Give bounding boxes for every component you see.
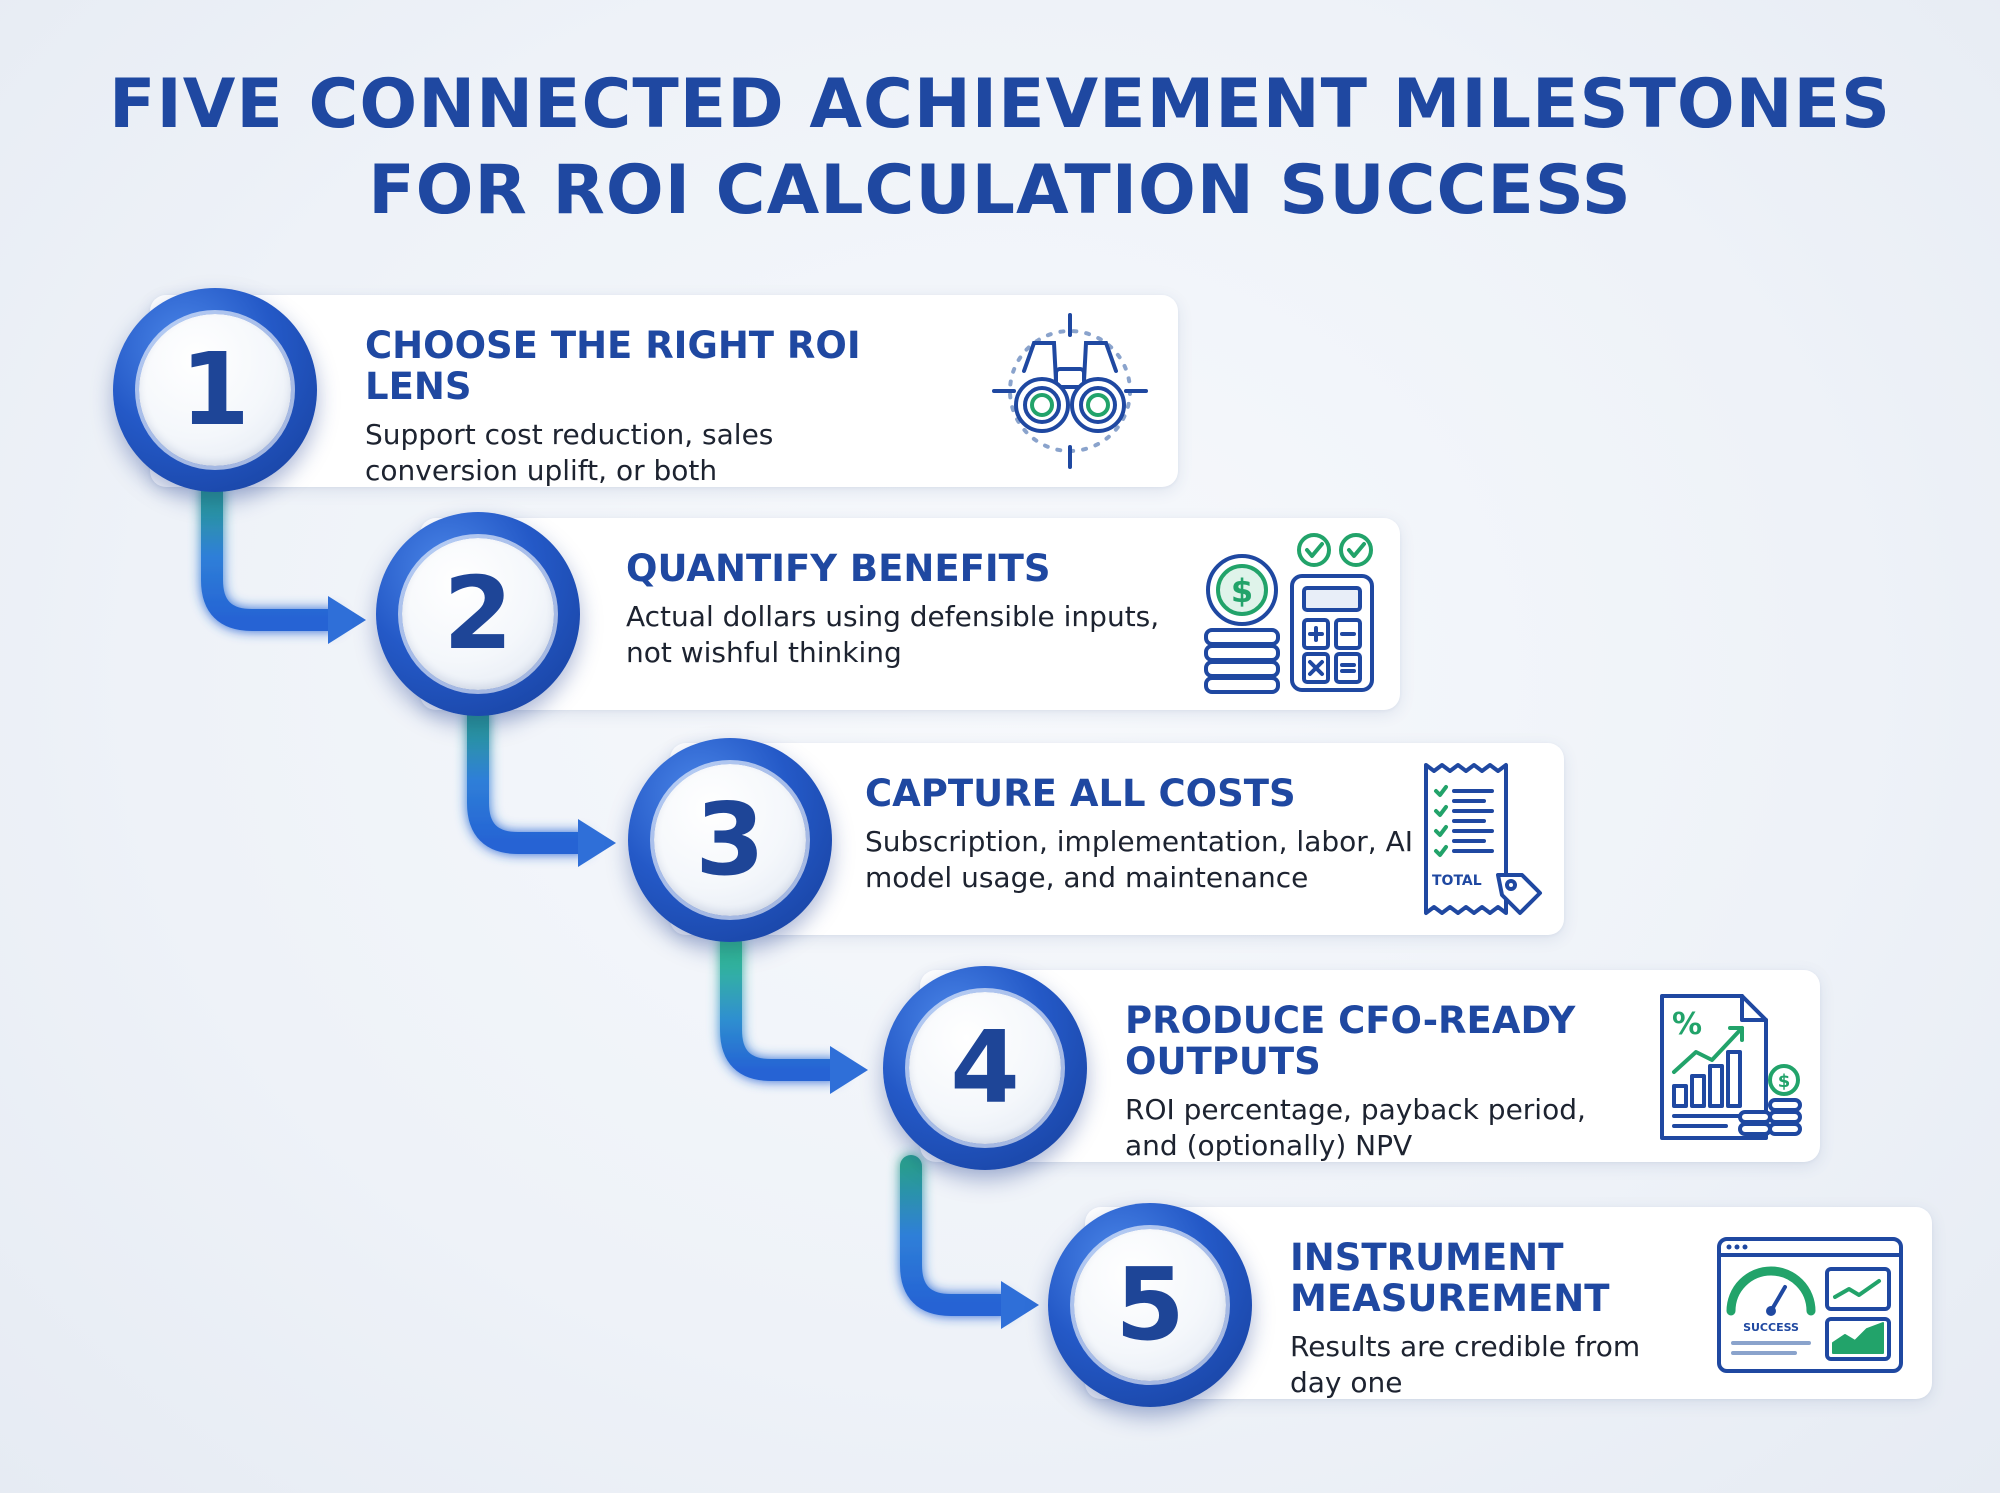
milestone-card-1: CHOOSE THE RIGHT ROI LENS Support cost r… — [150, 295, 1178, 487]
milestone-badge-4: 4 — [883, 966, 1087, 1170]
milestone-number-3: 3 — [695, 781, 765, 898]
receipt-icon: TOTAL — [1418, 759, 1548, 925]
report-chart-icon: % $ — [1656, 990, 1806, 1150]
arrowhead-2-3 — [578, 819, 616, 867]
milestone-description-5: Results are credible from day one — [1290, 1330, 1641, 1399]
milestone-number-2: 2 — [443, 555, 513, 672]
connector-3-4 — [720, 932, 843, 1081]
milestone-number-4: 4 — [950, 1009, 1020, 1126]
milestone-badge-5: 5 — [1048, 1203, 1252, 1407]
milestone-badge-2: 2 — [376, 512, 580, 716]
milestone-title-5: INSTRUMENT MEASUREMENT — [1290, 1236, 1610, 1320]
dashboard-gauge-icon: SUCCESS — [1715, 1235, 1905, 1375]
milestone-text-4: PRODUCE CFO-READY OUTPUTS ROI percentage… — [1125, 1000, 1645, 1164]
milestone-description-4: ROI percentage, payback period, and (opt… — [1125, 1093, 1586, 1162]
milestone-text-1: CHOOSE THE RIGHT ROI LENS Support cost r… — [365, 325, 885, 489]
milestone-card-4: PRODUCE CFO-READY OUTPUTS ROI percentage… — [920, 970, 1820, 1162]
milestone-description-2: Actual dollars using defensible inputs, … — [626, 600, 1160, 669]
svg-text:$: $ — [1778, 1071, 1791, 1092]
milestone-text-3: CAPTURE ALL COSTS Subscription, implemen… — [865, 773, 1425, 896]
milestone-number-1: 1 — [180, 331, 250, 448]
connector-4-5 — [900, 1155, 1014, 1316]
connector-2-3 — [467, 705, 591, 854]
gauge-success-label: SUCCESS — [1743, 1321, 1799, 1334]
milestone-description-3: Subscription, implementation, labor, AI … — [865, 825, 1413, 894]
receipt-total-label: TOTAL — [1432, 873, 1482, 889]
arrowhead-1-2 — [328, 596, 366, 644]
arrowhead-3-4 — [830, 1046, 868, 1094]
milestone-title-1: CHOOSE THE RIGHT ROI LENS — [365, 324, 861, 408]
title-line-2: FOR ROI CALCULATION SUCCESS — [368, 151, 1632, 230]
arrowhead-4-5 — [1001, 1281, 1039, 1329]
milestone-badge-3: 3 — [628, 738, 832, 942]
milestone-text-5: INSTRUMENT MEASUREMENT Results are credi… — [1290, 1237, 1690, 1401]
milestone-number-5: 5 — [1115, 1246, 1185, 1363]
milestone-badge-1: 1 — [113, 288, 317, 492]
connector-1-2 — [201, 481, 341, 631]
milestone-text-2: QUANTIFY BENEFITS Actual dollars using d… — [626, 548, 1206, 671]
milestone-title-4: PRODUCE CFO-READY OUTPUTS — [1125, 999, 1576, 1083]
coins-calculator-icon: $ — [1202, 532, 1382, 698]
binoculars-icon — [990, 311, 1150, 471]
page-title: FIVE CONNECTED ACHIEVEMENT MILESTONES FO… — [0, 62, 2000, 234]
svg-text:$: $ — [1231, 572, 1253, 610]
milestone-title-2: QUANTIFY BENEFITS — [626, 547, 1051, 590]
milestone-title-3: CAPTURE ALL COSTS — [865, 772, 1296, 815]
report-percent-label: % — [1672, 1007, 1702, 1042]
milestone-description-1: Support cost reduction, sales conversion… — [365, 418, 774, 487]
title-line-1: FIVE CONNECTED ACHIEVEMENT MILESTONES — [109, 65, 1891, 144]
milestone-card-2: QUANTIFY BENEFITS Actual dollars using d… — [420, 518, 1400, 710]
